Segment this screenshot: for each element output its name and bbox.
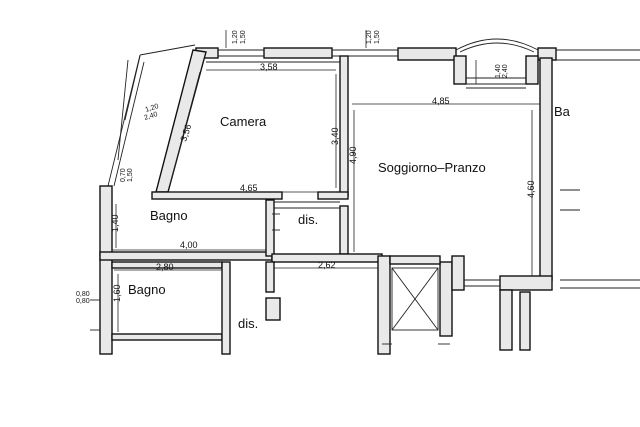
dim-win2-b: 1,50 [374, 30, 381, 44]
balcony-outline [107, 44, 196, 187]
dim-side-win-b: 1,50 [127, 168, 134, 182]
label-soggiorno: Soggiorno–Pranzo [378, 160, 486, 175]
camera-right-wall [339, 55, 349, 255]
right-partial-walls [556, 49, 640, 289]
dim-bagno2-depth: 1,60 [112, 284, 122, 302]
label-camera: Camera [220, 114, 267, 129]
dim-bagno1-depth: 1,40 [110, 214, 120, 232]
dim-living-width: 4,85 [432, 96, 450, 106]
dim-win1-b: 1,50 [240, 30, 247, 44]
living-walls [451, 57, 553, 351]
dim-diag-win-b: 2,40 [143, 111, 158, 122]
dim-bagno1-width: 4,00 [180, 240, 198, 250]
left-outer-wall [90, 185, 113, 355]
bagno-2-walls [111, 261, 281, 355]
label-bagno-2: Bagno [128, 282, 166, 297]
dim-living-depth-left: 4,90 [348, 146, 358, 164]
balcony-bay [453, 38, 539, 89]
dim-living-depth-right: 4,60 [526, 180, 536, 198]
bagno-1-walls [99, 199, 280, 261]
lift-shaft [377, 255, 453, 355]
camera-bottom-wall [151, 191, 349, 200]
dim-left-b: 0,80 [76, 298, 90, 305]
dim-balcony-a: 1,40 [495, 64, 502, 78]
dim-bagno2-width: 2,80 [156, 262, 174, 272]
dim-corridor-width: 2,62 [318, 260, 336, 270]
dim-bottom-span: 4,65 [240, 183, 258, 193]
dim-camera-depth: 3,40 [330, 127, 340, 145]
label-dis-2: dis. [238, 316, 258, 331]
dim-diag-win-a: 1,20 [144, 103, 159, 114]
dim-side-win-a: 0,70 [120, 168, 127, 182]
label-dis-1: dis. [298, 212, 318, 227]
dimension-lines [112, 30, 540, 332]
label-bagno-1: Bagno [150, 208, 188, 223]
dim-win1-a: 1,20 [232, 30, 239, 44]
dim-win2-a: 1,20 [366, 30, 373, 44]
top-wall [195, 47, 557, 61]
dim-left-a: 0,80 [76, 291, 90, 298]
label-bagno-partial: Ba [554, 104, 571, 119]
dim-balcony-b: 2,40 [502, 64, 509, 78]
corridor-walls [271, 201, 383, 263]
dim-camera-width: 3,58 [260, 62, 278, 72]
